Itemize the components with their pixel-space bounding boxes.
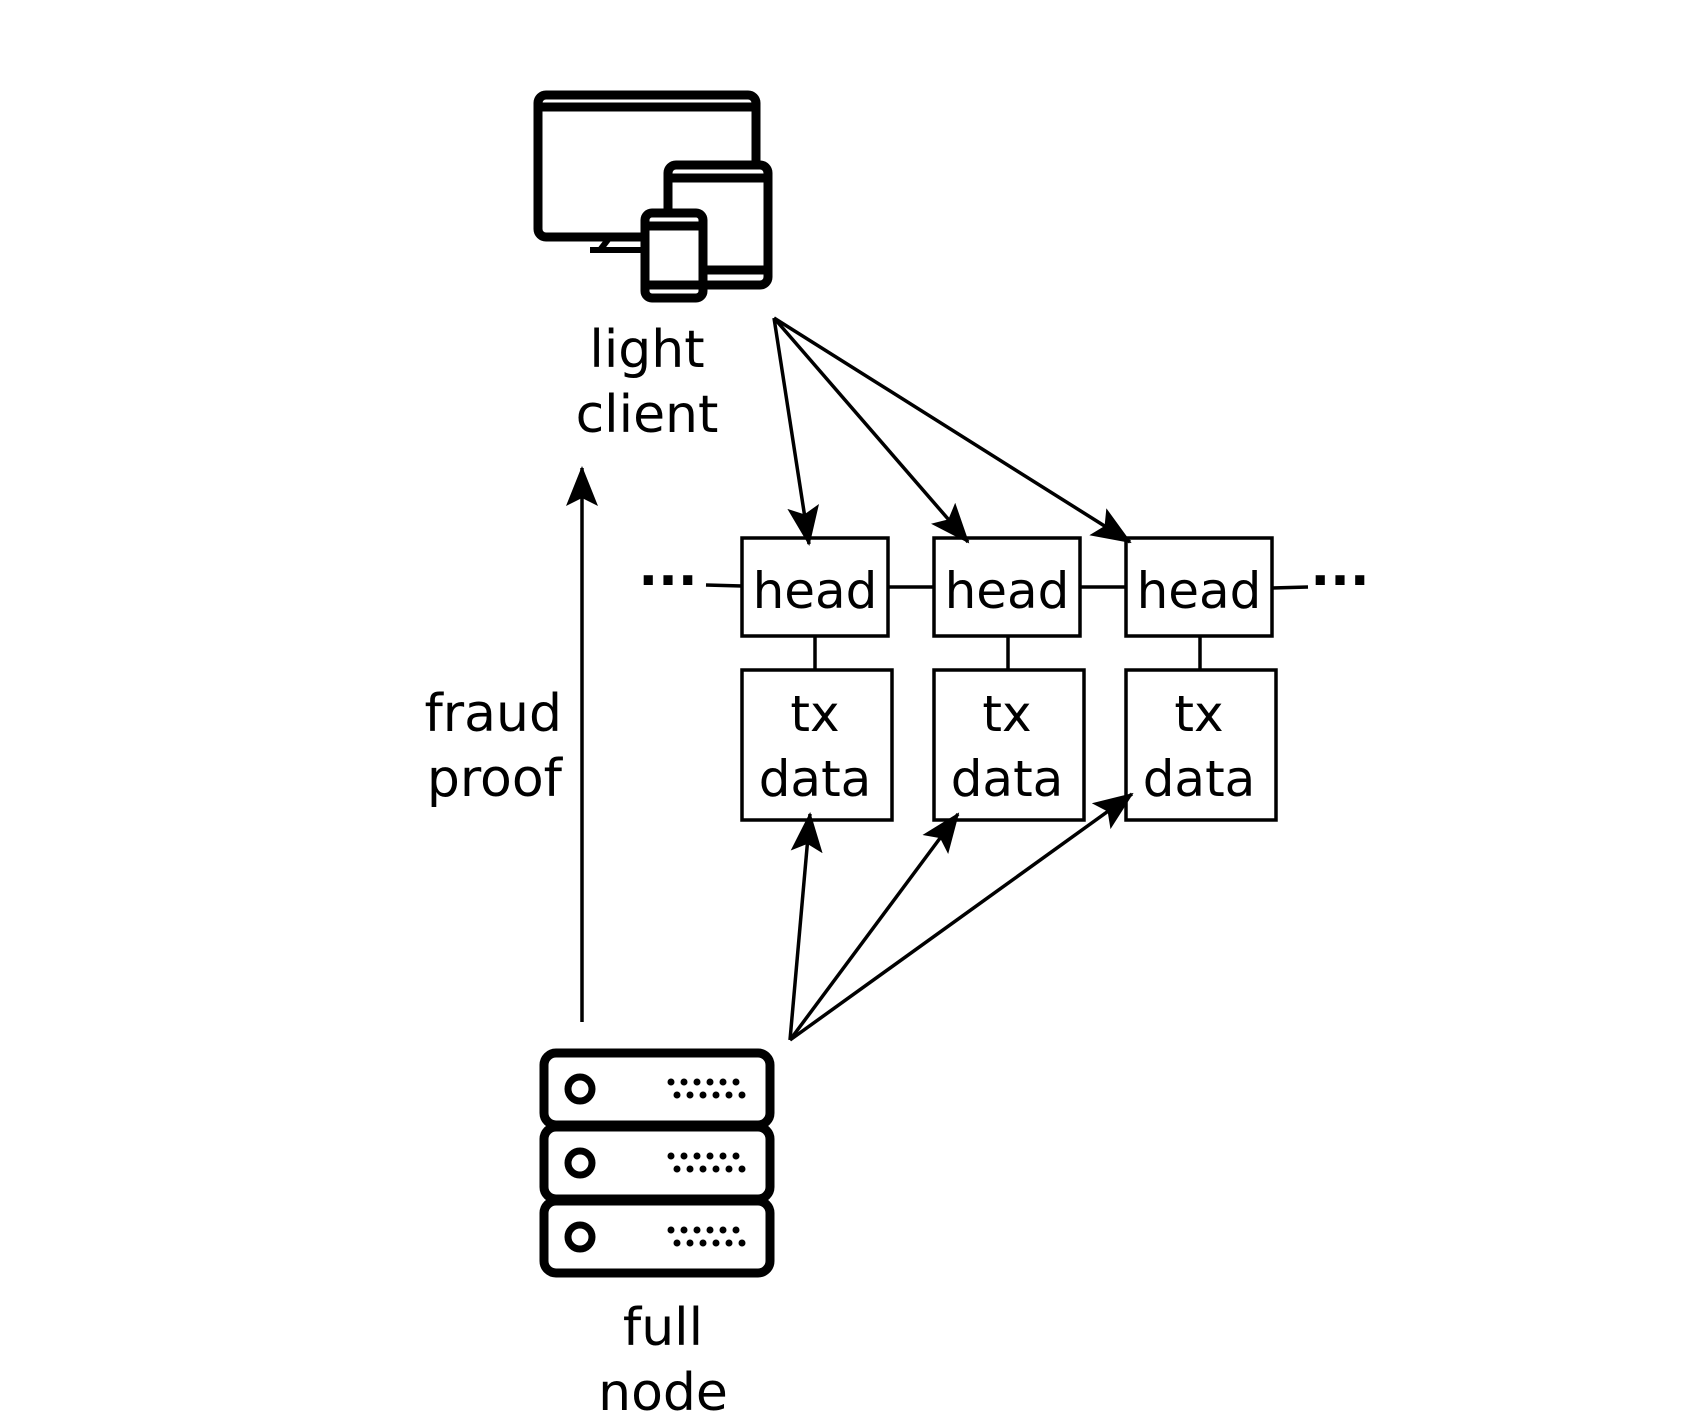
chain-links — [705, 583, 1309, 670]
devices-icon — [533, 90, 773, 303]
block-3-data-box — [1124, 668, 1278, 822]
full-node-label-line1: full — [623, 1298, 703, 1358]
chain-ellipsis-left: ··· — [638, 551, 697, 611]
block-1-data-label-line2: data — [759, 750, 872, 808]
arrow-client-to-head-1 — [772, 317, 819, 546]
chain-ellipsis-right: ··· — [1310, 551, 1369, 611]
fraud-proof-label-line1: fraud — [424, 684, 562, 744]
block-3-data-label-line2: data — [1143, 750, 1256, 808]
fraud-proof-label-line2: proof — [427, 749, 564, 809]
block-3: head tx data — [1124, 536, 1278, 822]
block-3-head-label: head — [1137, 562, 1262, 620]
block-1: head tx data — [740, 536, 894, 822]
arrow-node-to-data-1 — [788, 812, 823, 1041]
arrow-client-to-head-2 — [772, 316, 970, 544]
block-3-head-box — [1124, 536, 1274, 638]
data-arrows — [788, 792, 1134, 1042]
block-2-data-label-line1: tx — [982, 685, 1031, 743]
full-node-label-line2: node — [598, 1363, 728, 1423]
block-2-data-label-line2: data — [951, 750, 1064, 808]
block-1-data-box — [740, 668, 894, 822]
arrow-node-to-data-2 — [788, 812, 960, 1042]
server-icon — [539, 1048, 775, 1278]
block-2: head tx data — [932, 536, 1086, 822]
header-request-arrows — [772, 316, 1132, 546]
arrow-client-to-head-3 — [773, 316, 1132, 544]
light-client-label-line1: light — [589, 320, 704, 380]
block-2-data-box — [932, 668, 1086, 822]
block-2-head-label: head — [945, 562, 1070, 620]
block-1-head-label: head — [753, 562, 878, 620]
block-1-data-label-line1: tx — [790, 685, 839, 743]
light-client-label-line2: client — [576, 385, 719, 445]
block-2-head-box — [932, 536, 1082, 638]
arrow-node-to-data-3 — [788, 792, 1134, 1042]
block-3-data-label-line1: tx — [1174, 685, 1223, 743]
